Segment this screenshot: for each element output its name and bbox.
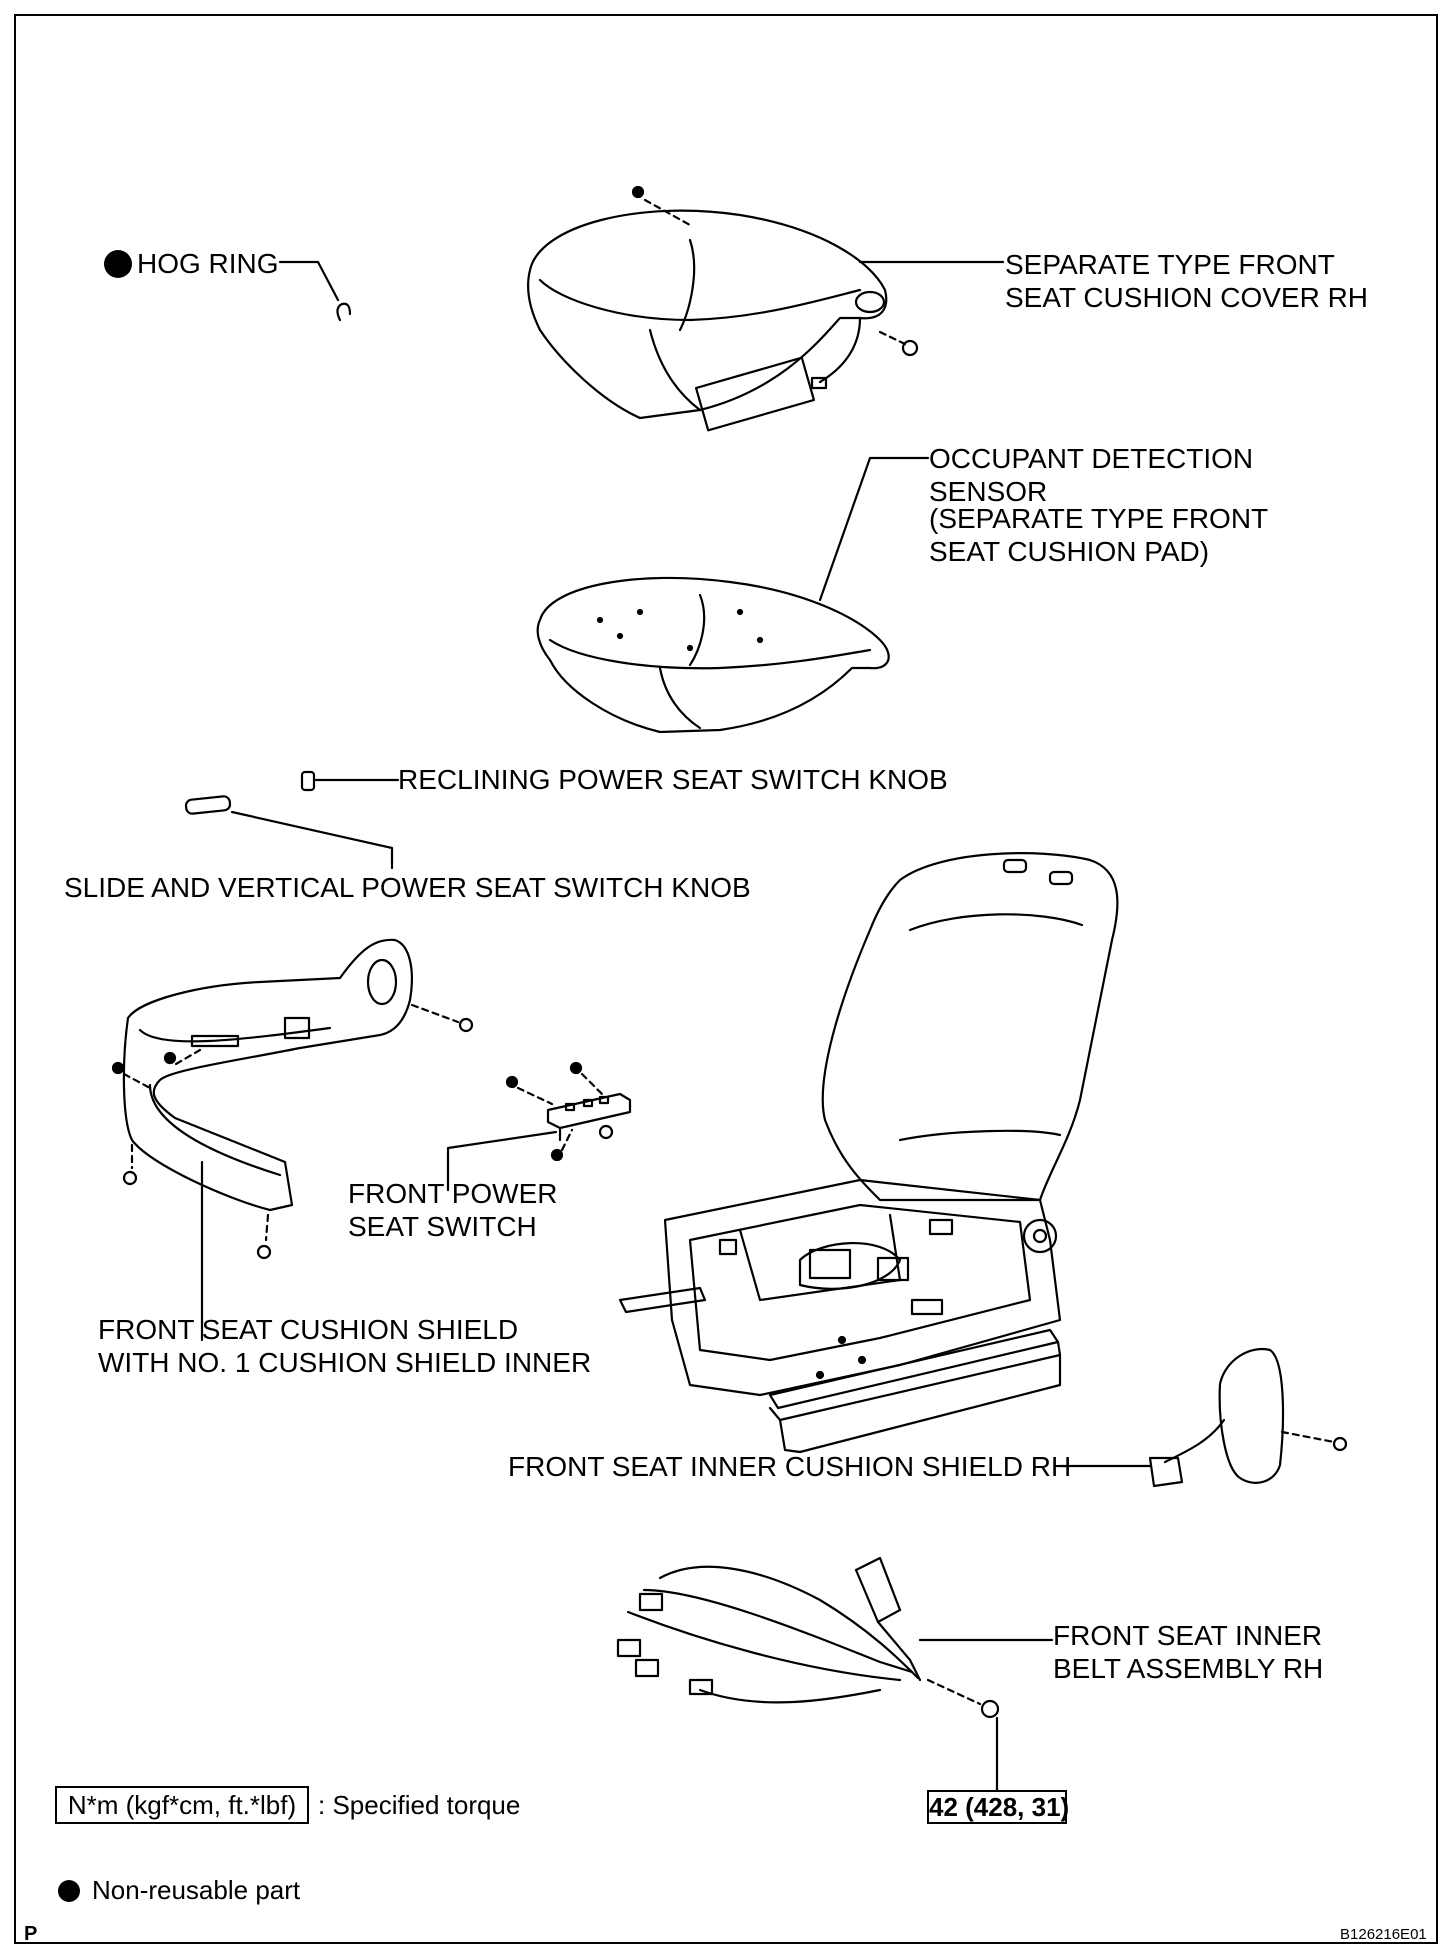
page-code: P (24, 1923, 38, 1945)
torque-legend-box: N*m (kgf*cm, ft.*lbf) (55, 1786, 309, 1824)
nonreusable-legend-marker (58, 1880, 80, 1902)
occupant-sensor-label-line2: SENSOR (929, 476, 1048, 507)
torque-value-box: 42 (428, 31) (927, 1790, 1070, 1824)
torque-legend-text: : Specified torque (318, 1790, 521, 1820)
occupant-sensor-label-line1: OCCUPANT DETECTION (929, 443, 1254, 474)
seat-cushion-cover-part (526, 185, 1005, 432)
diagram-frame (14, 14, 1438, 1944)
cushion-shield-label-line1: FRONT SEAT CUSHION SHIELD (98, 1314, 519, 1345)
figure-id: B126216E01 (1340, 1926, 1427, 1943)
occupant-sensor-label-line3: (SEPARATE TYPE FRONT (929, 503, 1269, 534)
inner-shield-label: FRONT SEAT INNER CUSHION SHIELD RH (508, 1451, 1072, 1482)
inner-belt-part (616, 1556, 1054, 1792)
power-seat-switch-part (446, 1061, 632, 1192)
hog-ring-nonreusable-marker (104, 250, 132, 278)
power-switch-label-line2: SEAT SWITCH (348, 1211, 537, 1242)
cushion-shield-label-line2: WITH NO. 1 CUSHION SHIELD INNER (98, 1347, 592, 1378)
slide-knob-label: SLIDE AND VERTICAL POWER SEAT SWITCH KNO… (64, 872, 751, 903)
belt-label-line1: FRONT SEAT INNER (1053, 1620, 1323, 1651)
cushion-shield-part (111, 938, 474, 1342)
hog-ring-part (278, 260, 352, 322)
cushion-cover-label-line1: SEPARATE TYPE FRONT (1005, 249, 1335, 280)
inner-cushion-shield-part (1058, 1347, 1348, 1488)
hog-ring-label: HOG RING (137, 248, 279, 279)
power-switch-label-line1: FRONT POWER (348, 1178, 558, 1209)
seat-assembly-part (618, 852, 1119, 1454)
reclining-knob-part (300, 770, 400, 792)
cushion-cover-label-line2: SEAT CUSHION COVER RH (1005, 282, 1369, 313)
belt-label-line2: BELT ASSEMBLY RH (1053, 1653, 1324, 1684)
reclining-knob-label: RECLINING POWER SEAT SWITCH KNOB (398, 764, 948, 795)
occupant-sensor-label-line4: SEAT CUSHION PAD) (929, 536, 1210, 567)
nonreusable-legend-text: Non-reusable part (92, 1875, 301, 1905)
seat-cushion-pad-part (536, 456, 930, 734)
slide-knob-part (184, 795, 394, 870)
